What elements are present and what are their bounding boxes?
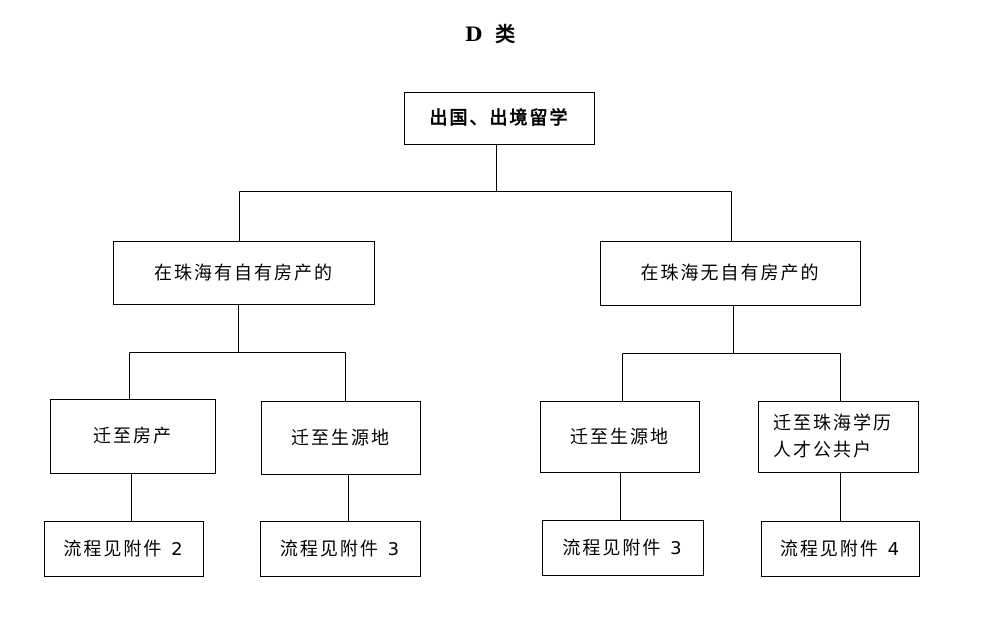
procedure-node-annex-3-left: 流程见附件 3 (260, 521, 421, 577)
root-node: 出国、出境留学 (404, 92, 595, 145)
option-node-move-to-origin-left: 迁至生源地 (261, 401, 421, 475)
diagram-title: D 类 (464, 22, 519, 46)
procedure-node-annex-3-right: 流程见附件 3 (542, 520, 704, 576)
procedure-node-annex-4: 流程见附件 4 (761, 521, 920, 577)
branch-node-no-property: 在珠海无自有房产的 (600, 241, 861, 306)
option-node-move-to-property: 迁至房产 (50, 399, 216, 474)
procedure-node-annex-2: 流程见附件 2 (44, 521, 204, 577)
option-node-move-to-origin-right: 迁至生源地 (540, 401, 700, 473)
option-node-move-to-talent-household: 迁至珠海学历人才公共户 (758, 401, 919, 473)
branch-node-has-property: 在珠海有自有房产的 (113, 241, 375, 305)
